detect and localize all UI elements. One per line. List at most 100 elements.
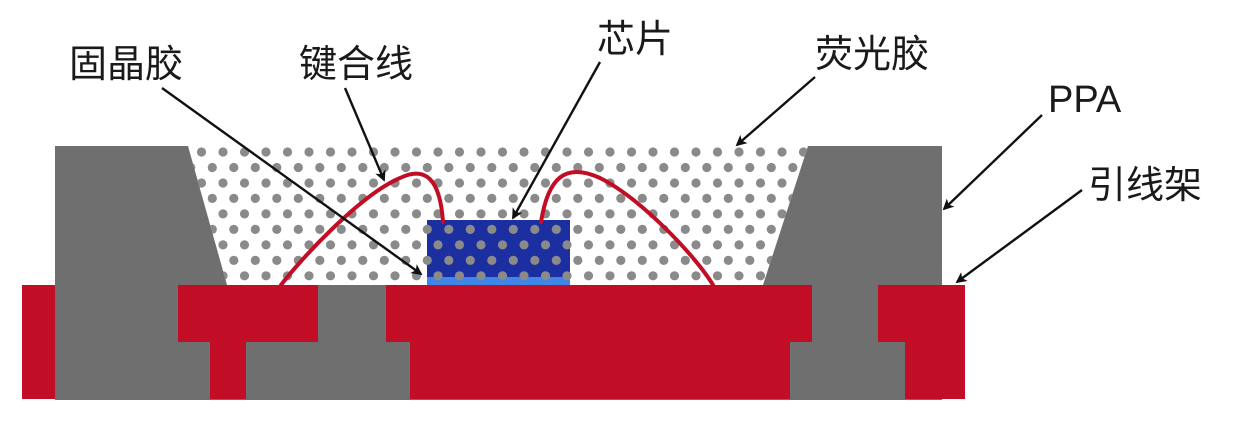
phosphor-dot <box>368 178 379 188</box>
arrow-phosphor <box>735 76 816 147</box>
phosphor-dot <box>616 162 626 173</box>
phosphor-dot <box>487 193 497 203</box>
phosphor-dot <box>379 193 389 203</box>
phosphor-dot <box>487 255 497 265</box>
phosphor-dot <box>508 255 518 265</box>
phosphor-dot <box>755 271 766 281</box>
phosphor-dot <box>745 193 755 203</box>
phosphor-dot <box>325 178 336 188</box>
phosphor-dot <box>594 162 604 173</box>
phosphor-dot <box>347 240 357 250</box>
phosphor-dot <box>594 255 604 265</box>
phosphor-dot <box>261 147 271 157</box>
phosphor-dot <box>573 224 583 234</box>
phosphor-dot <box>454 147 465 157</box>
phosphor-dot <box>497 147 508 157</box>
phosphor-dot <box>218 240 228 250</box>
phosphor-dot <box>637 255 647 265</box>
phosphor-dot <box>659 162 669 173</box>
phosphor-dot <box>272 193 282 203</box>
phosphor-dot <box>433 147 443 157</box>
phosphor-dot <box>562 178 572 188</box>
phosphor-dot <box>605 147 615 157</box>
phosphor-dot <box>218 209 228 219</box>
phosphor-dot <box>261 240 271 250</box>
phosphor-dot <box>637 162 647 173</box>
phosphor-dot <box>734 147 744 157</box>
phosphor-dot <box>777 178 787 188</box>
phosphor-dot <box>745 224 755 234</box>
phosphor-dot <box>659 193 669 203</box>
phosphor-dot <box>691 240 701 250</box>
phosphor-dot <box>444 162 454 173</box>
die-attach-layer <box>427 276 570 285</box>
phosphor-dot <box>648 178 658 188</box>
phosphor-dot <box>745 162 755 173</box>
phosphor-dot <box>239 178 250 188</box>
phosphor-dot <box>497 178 508 188</box>
phosphor-dot <box>583 178 594 188</box>
phosphor-dot <box>573 162 583 173</box>
phosphor-dot <box>304 209 314 219</box>
label-lead-frame: 引线架 <box>1088 163 1202 207</box>
phosphor-dot <box>379 255 389 265</box>
phosphor-dot <box>583 271 594 281</box>
phosphor-dot <box>530 193 540 203</box>
phosphor-dot <box>669 147 680 157</box>
phosphor-dot <box>616 255 626 265</box>
arrow-die-attach <box>161 87 423 276</box>
phosphor-dot <box>626 240 637 250</box>
phosphor-dot <box>422 162 432 173</box>
phosphor-dot <box>272 255 282 265</box>
phosphor-dot <box>755 147 766 157</box>
phosphor-dot <box>476 240 486 250</box>
phosphor-dot <box>444 255 454 265</box>
phosphor-dot <box>476 209 486 219</box>
phosphor-dot <box>734 240 744 250</box>
phosphor-dot <box>422 255 432 265</box>
phosphor-dot <box>207 193 217 203</box>
phosphor-dot <box>347 178 357 188</box>
phosphor-dot <box>454 178 465 188</box>
phosphor-dot <box>626 271 637 281</box>
phosphor-dot <box>669 178 680 188</box>
phosphor-dot <box>755 178 766 188</box>
leader-arrows <box>161 61 1083 284</box>
phosphor-dot <box>626 147 637 157</box>
phosphor-dot <box>401 162 411 173</box>
phosphor-dot <box>390 271 400 281</box>
phosphor-dot <box>196 147 207 157</box>
phosphor-dot <box>411 209 422 219</box>
phosphor-dot <box>218 147 228 157</box>
phosphor-dot <box>540 271 551 281</box>
phosphor-dot <box>702 224 712 234</box>
phosphor-dot <box>680 224 690 234</box>
lead-frame-left-outer <box>22 285 55 399</box>
phosphor-dot <box>196 178 207 188</box>
phosphor-dot <box>551 162 561 173</box>
phosphor-dot <box>304 271 314 281</box>
phosphor-dot <box>239 209 250 219</box>
phosphor-dot <box>519 271 529 281</box>
phosphor-dot <box>637 224 647 234</box>
phosphor-dot <box>680 193 690 203</box>
label-phosphor: 荧光胶 <box>815 32 929 76</box>
phosphor-dot <box>583 240 594 250</box>
phosphor-dot <box>325 147 336 157</box>
phosphor-dot <box>454 209 465 219</box>
phosphor-dot <box>358 255 368 265</box>
phosphor-dot <box>702 255 712 265</box>
phosphor-dot <box>562 209 572 219</box>
phosphor-dot <box>272 224 282 234</box>
phosphor-dot <box>691 271 701 281</box>
phosphor-dot <box>229 255 239 265</box>
phosphor-dot <box>562 240 572 250</box>
phosphor-dot <box>777 209 787 219</box>
phosphor-dot <box>239 240 250 250</box>
phosphor-dot <box>540 240 551 250</box>
phosphor-dot <box>336 162 346 173</box>
phosphor-dot <box>368 271 379 281</box>
bond-wire-left <box>279 171 445 287</box>
